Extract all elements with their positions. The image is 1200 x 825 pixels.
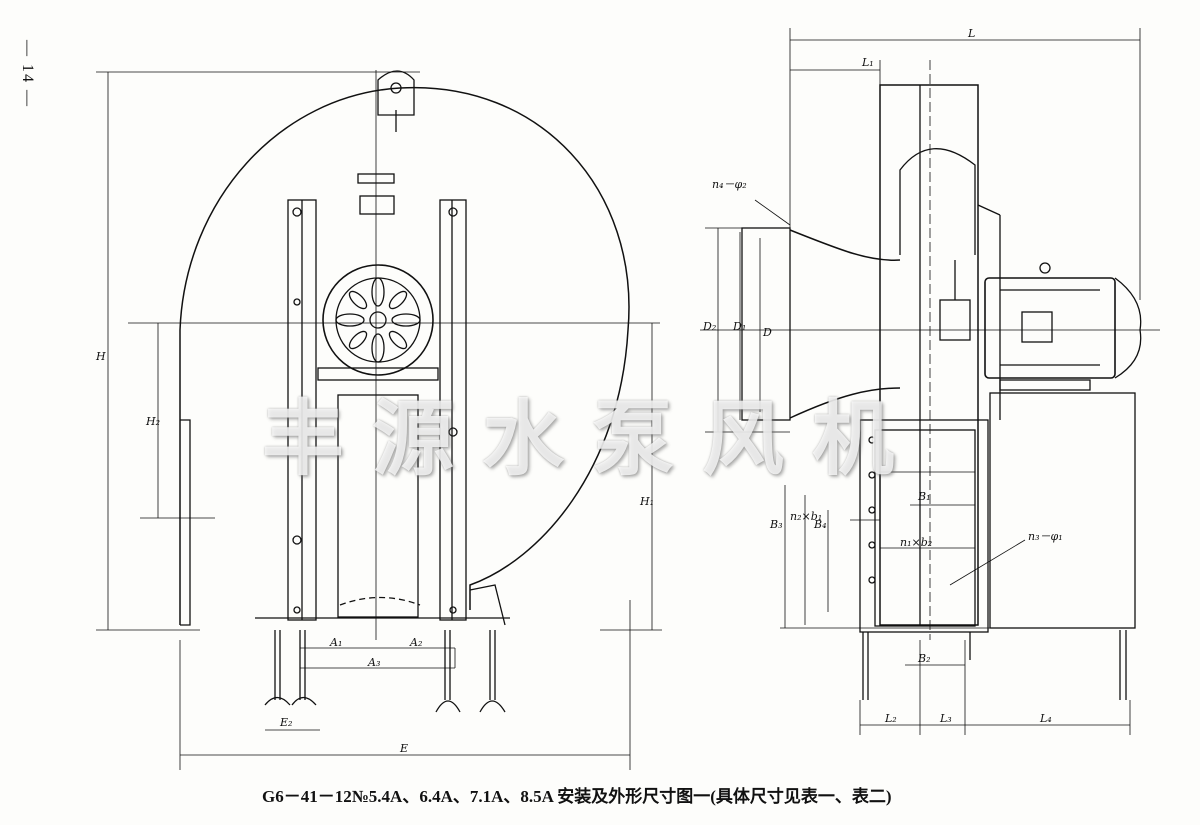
- lifting-lug: [377, 70, 415, 116]
- label-L1: L₁: [861, 56, 874, 69]
- label-L: L: [967, 27, 975, 40]
- label-E: E: [399, 742, 408, 755]
- label-H1: H₁: [639, 495, 654, 508]
- label-H: H: [95, 350, 106, 363]
- label-A2: A₂: [409, 636, 422, 649]
- label-D1: D₁: [732, 320, 746, 333]
- label-n3-phi1: n₃－φ₁: [1028, 530, 1063, 543]
- page-number: — 14 —: [19, 40, 36, 108]
- label-D: D: [762, 326, 772, 339]
- label-E2: E₂: [279, 716, 292, 729]
- label-L3: L₃: [939, 712, 952, 725]
- label-n1b2: n₁×b₂: [900, 536, 932, 549]
- side-view: [700, 28, 1160, 735]
- front-view: [96, 70, 662, 770]
- fan-casing-outline: [179, 86, 630, 625]
- label-n4-phi2: n₄－φ₂: [712, 178, 747, 191]
- watermark-text: 丰源水泵风机: [262, 391, 923, 487]
- label-D2: D₂: [702, 320, 716, 333]
- label-H2: H₂: [145, 415, 160, 428]
- motor-side: [984, 262, 1142, 391]
- right-channel-frame: [439, 199, 467, 621]
- label-B2: B₂: [917, 652, 931, 665]
- label-B1: B₁: [917, 490, 931, 503]
- label-A3: A₃: [367, 656, 380, 669]
- figure-caption: G6－41－12№5.4A、6.4A、7.1A、8.5A 安装及外形尺寸图一(具…: [262, 787, 892, 806]
- label-A1: A₁: [329, 636, 342, 649]
- motor-front: [317, 264, 439, 381]
- label-n2b1: n₂×b₁: [790, 510, 822, 523]
- label-L4: L₄: [1039, 712, 1052, 725]
- label-B4: B₄: [813, 518, 827, 531]
- anchor-bolts-front: [264, 630, 506, 713]
- label-B3: B₃: [769, 518, 783, 531]
- inlet-cone: [789, 229, 901, 419]
- label-L2: L₂: [884, 712, 897, 725]
